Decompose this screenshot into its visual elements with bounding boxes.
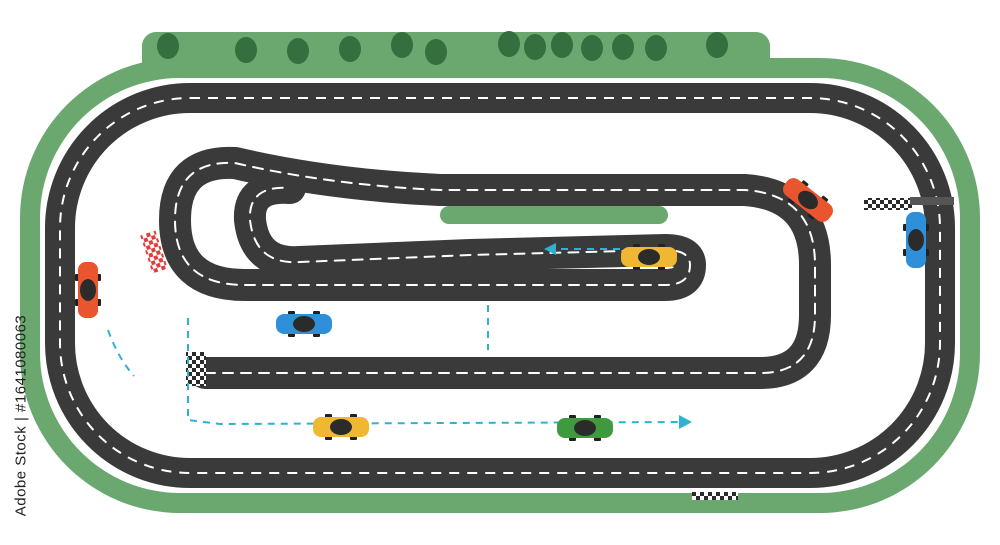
tree-row [157,31,728,65]
finish-gantry [910,197,954,205]
tree-icon [287,38,309,64]
red-checker-flag [140,230,168,274]
red-car-left-icon [75,262,101,318]
outer-track [45,83,955,488]
tree-icon [706,32,728,58]
tree-icon [339,36,361,62]
inner-track [159,146,831,389]
blue-car-inner-icon [276,311,332,337]
tree-icon [157,33,179,59]
tree-icon [391,32,413,58]
arrow-right-icon [679,415,692,429]
cars [75,178,929,441]
stock-id-text: Adobe Stock | #1641080063 [12,314,30,516]
direction-arrows [107,248,681,426]
start-finish-line [186,352,206,386]
outer-finish-line [864,198,912,210]
blue-car-right-icon [903,212,929,268]
tree-icon [425,39,447,65]
green-car-bottom-icon [557,415,613,441]
tree-icon [551,32,573,58]
arrow-left-icon [544,243,556,255]
tree-icon [645,35,667,61]
tree-icon [612,34,634,60]
tree-icon [235,37,257,63]
tree-icon [524,34,546,60]
yellow-car-bottom-icon [313,414,369,440]
red-car-top-right-icon [783,178,833,222]
bottom-checker-mark [692,492,738,500]
tree-icon [498,31,520,57]
tree-icon [581,35,603,61]
stock-id-label: Adobe Stock | #1641080063 [6,300,36,530]
yellow-car-inner-icon [621,244,677,270]
